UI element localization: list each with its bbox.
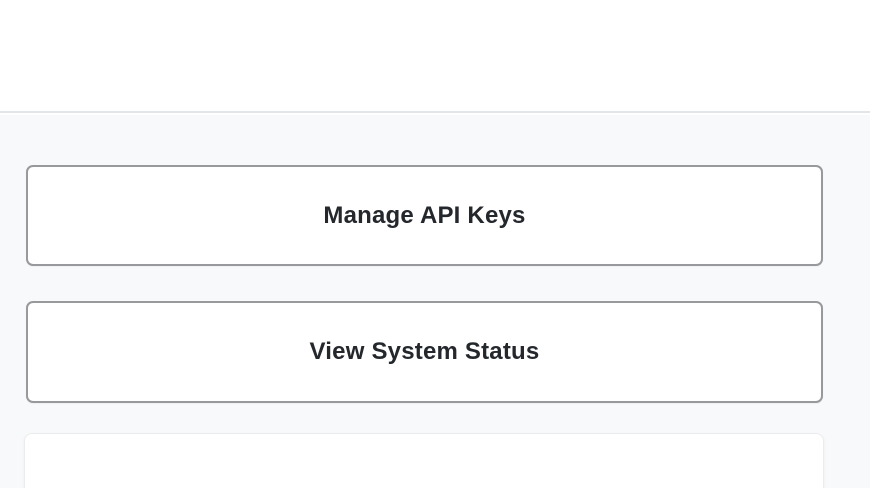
content-card [24,433,824,488]
view-system-status-button[interactable]: View System Status [26,301,823,403]
quick-actions-section: Manage API Keys View System Status [0,115,870,488]
manage-api-keys-button[interactable]: Manage API Keys [26,165,823,266]
header-area [0,0,870,113]
